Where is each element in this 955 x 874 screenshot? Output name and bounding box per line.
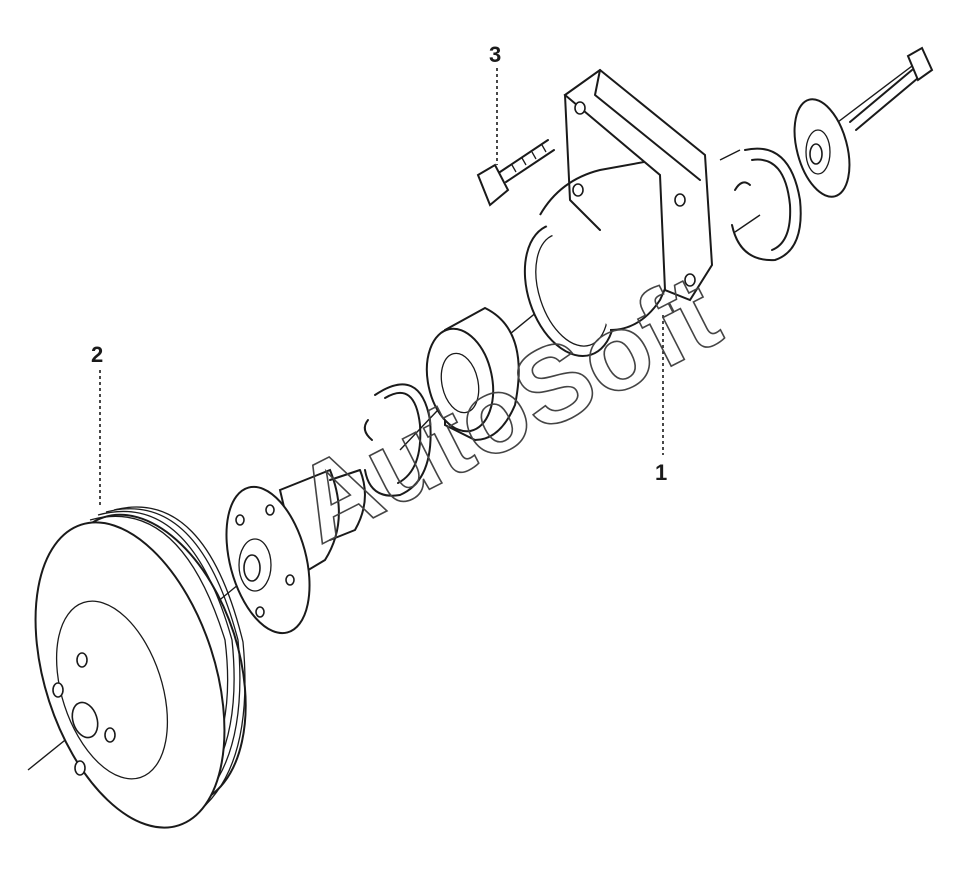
watermark: AutoSoft bbox=[276, 251, 737, 566]
callout-3: 3 bbox=[489, 42, 501, 67]
bearing bbox=[425, 306, 520, 442]
hub-flange bbox=[225, 468, 366, 635]
snap-ring-left bbox=[363, 383, 432, 497]
long-bolt bbox=[849, 46, 934, 131]
pulley bbox=[34, 506, 247, 829]
callout-1: 1 bbox=[655, 460, 667, 485]
snap-ring-right bbox=[731, 147, 802, 262]
callout-2: 2 bbox=[91, 342, 103, 367]
housing-bracket bbox=[539, 68, 714, 331]
callout-leaders bbox=[99, 68, 664, 505]
washer bbox=[793, 98, 851, 198]
short-bolt bbox=[476, 139, 555, 207]
